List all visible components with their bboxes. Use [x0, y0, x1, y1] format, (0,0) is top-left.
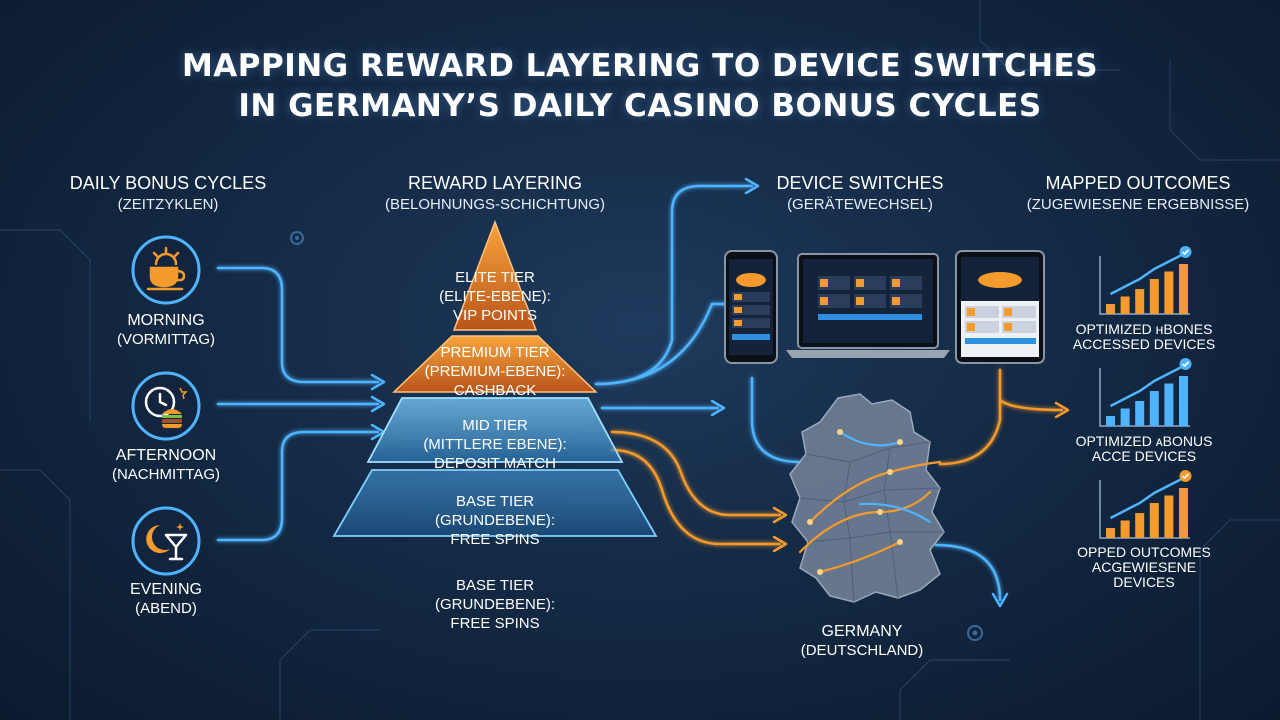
- chart-bar: [1106, 416, 1115, 426]
- chart-bar: [1164, 495, 1174, 538]
- chart-bar: [1164, 383, 1174, 426]
- pyramid-tier-mid: [366, 397, 624, 463]
- connector-evening-to-pyramid: [216, 430, 380, 542]
- chart-bar: [1135, 401, 1145, 426]
- tablet-icon: [955, 250, 1045, 364]
- moon-cocktail-icon: [131, 506, 201, 576]
- pyramid-tier-base: [332, 469, 658, 537]
- outcome-chart-1: [1099, 246, 1192, 315]
- chart-axis: [1099, 256, 1190, 315]
- connector-map-down: [934, 543, 1002, 602]
- check-mark: [1181, 361, 1190, 368]
- tier-premium-label: PREMIUM TIER (PREMIUM-EBENE): CASHBACK: [424, 344, 566, 399]
- chart-bar: [1120, 408, 1130, 426]
- title-line-2: IN GERMANY’S DAILY CASINO BONUS CYCLES: [238, 88, 1042, 124]
- connector-mid-to-map-1: [610, 430, 782, 517]
- coffee-sun-icon: [131, 235, 201, 305]
- chart-bar: [1179, 488, 1188, 538]
- outcome-chart-3: [1099, 470, 1192, 539]
- chart-bar: [1135, 513, 1145, 538]
- chart-bar: [1106, 528, 1115, 538]
- chart-bar: [1106, 304, 1115, 314]
- connector-map-to-outcomes: [938, 368, 1064, 466]
- reward-pyramid: [332, 219, 658, 537]
- outcome-3-label: OPPED OUTCOMES ACGEWIESENE DEVICES: [1077, 544, 1211, 590]
- check-mark: [1181, 249, 1190, 256]
- chart-bar: [1179, 264, 1188, 314]
- chart-axis: [1099, 368, 1190, 427]
- outcome-1-label: OPTIMIZED ʜBONES ACCESSED DEVICES: [1072, 321, 1216, 352]
- laptop-icon: [786, 253, 950, 358]
- chart-bar: [1149, 391, 1159, 426]
- column-header-devices: DEVICE SWITCHES (GERÄTEWECHSEL): [776, 173, 944, 213]
- outcome-chart-2: [1099, 358, 1192, 427]
- tier-base-extra-label: BASE TIER (GRUNDEBENE): FREE SPINS: [434, 577, 555, 632]
- connector-mid-to-map-2: [610, 448, 782, 546]
- title-line-1: MAPPING REWARD LAYERING TO DEVICE SWITCH…: [181, 48, 1099, 84]
- page-title: MAPPING REWARD LAYERING TO DEVICE SWITCH…: [0, 46, 1280, 126]
- tier-base-label: BASE TIER (GRUNDEBENE): FREE SPINS: [434, 493, 555, 548]
- cycle-morning: MORNING (VORMITTAG): [116, 312, 216, 348]
- connector-premium-to-laptop: [594, 302, 728, 386]
- clock-burger-icon: [131, 371, 201, 441]
- pyramid-tier-elite: [452, 219, 538, 331]
- check-mark: [1181, 473, 1190, 480]
- chart-bar: [1120, 520, 1130, 538]
- chart-axis: [1099, 480, 1190, 539]
- chart-bar: [1149, 279, 1159, 314]
- trend-line: [1109, 476, 1185, 520]
- cycle-afternoon: AFTERNOON (NACHMITTAG): [111, 447, 221, 483]
- column-header-outcomes: MAPPED OUTCOMES (ZUGEWIESENE ERGEBNISSE): [1026, 173, 1250, 213]
- smartphone-icon: [724, 250, 778, 364]
- map-label: GERMANY (DEUTSCHLAND): [800, 623, 924, 659]
- trend-line: [1109, 364, 1185, 408]
- germany-map: [789, 393, 945, 603]
- tier-mid-label: MID TIER (MITTLERE EBENE): DEPOSIT MATCH: [423, 417, 567, 472]
- cycle-evening: EVENING (ABEND): [129, 581, 202, 617]
- chart-bar: [1164, 271, 1174, 314]
- outcome-2-label: OPTIMIZED ᴀBONUS ACCE DEVICES: [1075, 433, 1213, 464]
- chart-bar: [1149, 503, 1159, 538]
- trend-line: [1109, 252, 1185, 296]
- chart-bar: [1135, 289, 1145, 314]
- connector-morning-to-pyramid: [216, 266, 380, 384]
- pyramid-tier-premium: [392, 335, 598, 393]
- chart-bar: [1179, 376, 1188, 426]
- chart-bar: [1120, 296, 1130, 314]
- tier-elite-label: ELITE TIER (ELITE-EBENE): VIP POINTS: [439, 269, 551, 324]
- column-header-layering: REWARD LAYERING (BELOHNUNGS-SCHICHTUNG): [384, 173, 605, 213]
- connector-phone-to-map: [750, 376, 802, 464]
- column-header-cycles: DAILY BONUS CYCLES (ZEITZYKLEN): [69, 173, 267, 213]
